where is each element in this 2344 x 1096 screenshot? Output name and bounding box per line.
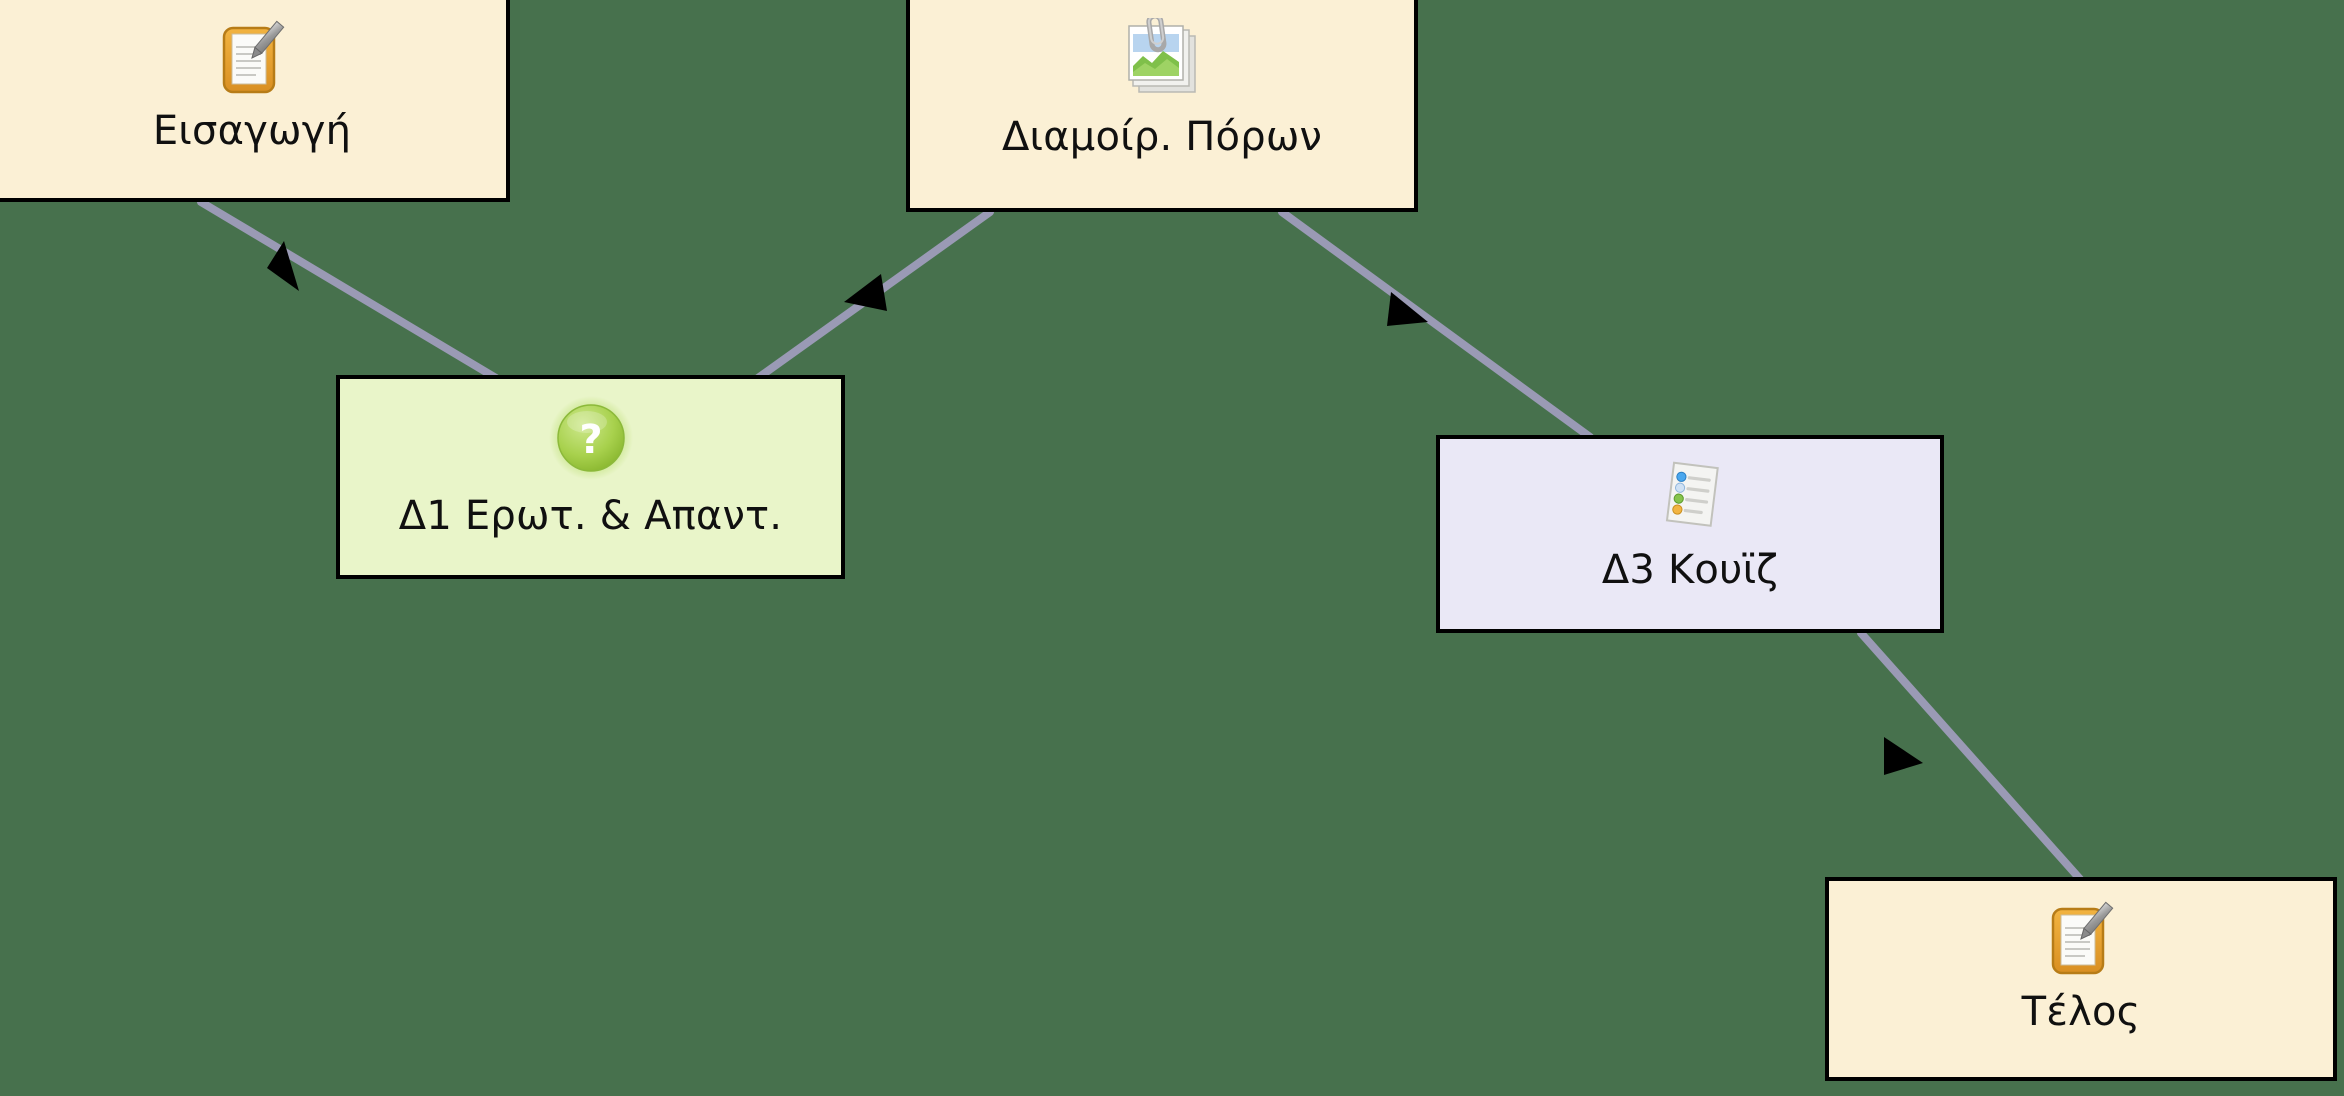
svg-text:?: ? <box>579 417 602 463</box>
notepad-pencil-icon <box>216 20 288 102</box>
node-label: Εισαγωγή <box>152 108 352 154</box>
node-eisagogi[interactable]: Εισαγωγή <box>0 0 510 202</box>
picture-stack-icon <box>1119 13 1205 108</box>
node-erwt-apant[interactable]: ? Δ1 Ερωτ. & Απαντ. <box>336 375 845 579</box>
node-label: Δ1 Ερωτ. & Απαντ. <box>398 493 783 539</box>
green-question-circle-icon: ? <box>546 393 636 487</box>
node-label: Διαμοίρ. Πόρων <box>1001 114 1323 160</box>
node-label: Δ3 Κουϊζ <box>1601 547 1779 593</box>
node-telos[interactable]: Τέλος <box>1825 877 2337 1081</box>
node-diamoir[interactable]: Διαμοίρ. Πόρων <box>906 0 1418 212</box>
checklist-document-icon <box>1650 457 1730 541</box>
notepad-pencil-icon <box>2045 901 2117 983</box>
node-label: Τέλος <box>2021 989 2141 1035</box>
node-kouiz[interactable]: Δ3 Κουϊζ <box>1436 435 1944 633</box>
